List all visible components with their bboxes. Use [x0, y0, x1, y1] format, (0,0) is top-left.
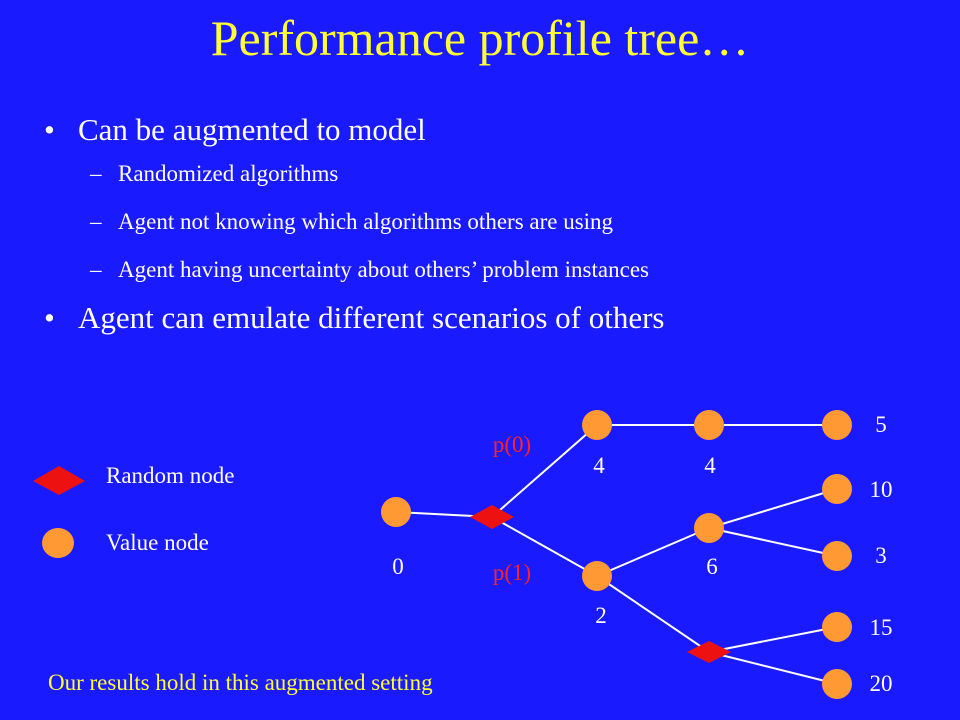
sub-bullet-3: – Agent having uncertainty about others’… [90, 255, 649, 285]
legend-value-node-icon [42, 528, 74, 558]
sub-bullet-1-text: Randomized algorithms [118, 161, 339, 186]
prob-label-p0: p(0) [493, 432, 531, 457]
edge-mid-random [596, 575, 710, 653]
value-node-six [694, 513, 724, 543]
edge-six-three [708, 527, 838, 557]
node-labels: 0 4 4 2 6 5 10 3 15 20 p(0) p(1) [392, 412, 892, 696]
legend-random-node-icon [33, 466, 85, 495]
leaf-label-5: 5 [875, 412, 887, 437]
node-label-top: 4 [593, 453, 605, 478]
value-node-leaf-20 [822, 669, 852, 699]
edge-mid-six [596, 527, 710, 577]
bullet-2: • Agent can emulate different scenarios … [44, 298, 665, 338]
edge-random-bottom [491, 516, 598, 577]
edge-random2-twenty [708, 651, 838, 685]
value-node-leaf-5 [822, 410, 852, 440]
leaf-label-10: 10 [870, 477, 893, 502]
sub-bullet-3-text: Agent having uncertainty about others’ p… [118, 257, 649, 282]
sub-bullet-1: – Randomized algorithms [90, 159, 339, 189]
node-label-six: 6 [706, 554, 718, 579]
tree-nodes [381, 410, 852, 699]
tree-edges [395, 424, 838, 685]
bullet-glyph: • [44, 112, 55, 147]
dash-glyph: – [90, 257, 102, 282]
random-node-1 [470, 505, 514, 529]
footer-note: Our results hold in this augmented setti… [48, 670, 433, 695]
legend-value-label: Value node [106, 530, 209, 555]
edge-random2-fifteen [708, 626, 838, 653]
value-node-mid [582, 561, 612, 591]
sub-bullet-2: – Agent not knowing which algorithms oth… [90, 207, 614, 237]
node-label-root: 0 [392, 554, 404, 579]
leaf-label-15: 15 [870, 615, 893, 640]
legend-random-label: Random node [106, 463, 235, 488]
bullet-glyph: • [44, 300, 55, 335]
legend-symbols [33, 466, 85, 558]
dash-glyph: – [90, 161, 102, 186]
dash-glyph: – [90, 209, 102, 234]
slide-title: Performance profile tree… [210, 10, 750, 66]
value-node-leaf-10 [822, 474, 852, 504]
bullet-2-text: Agent can emulate different scenarios of… [78, 300, 665, 335]
node-label-mid: 2 [595, 603, 607, 628]
value-node-chain [694, 410, 724, 440]
edge-random-top [491, 424, 598, 518]
edge-six-ten [708, 488, 838, 529]
value-node-top [582, 410, 612, 440]
value-node-leaf-15 [822, 612, 852, 642]
value-node-root [381, 497, 411, 527]
leaf-label-20: 20 [870, 671, 893, 696]
node-label-chain: 4 [704, 453, 716, 478]
leaf-label-3: 3 [875, 543, 887, 568]
bullet-1-text: Can be augmented to model [78, 112, 426, 147]
prob-label-p1: p(1) [493, 560, 531, 585]
sub-bullet-2-text: Agent not knowing which algorithms other… [118, 209, 614, 234]
bullet-1: • Can be augmented to model [44, 110, 426, 150]
random-nodes [470, 505, 731, 663]
value-node-leaf-3 [822, 541, 852, 571]
random-node-2 [687, 641, 731, 663]
